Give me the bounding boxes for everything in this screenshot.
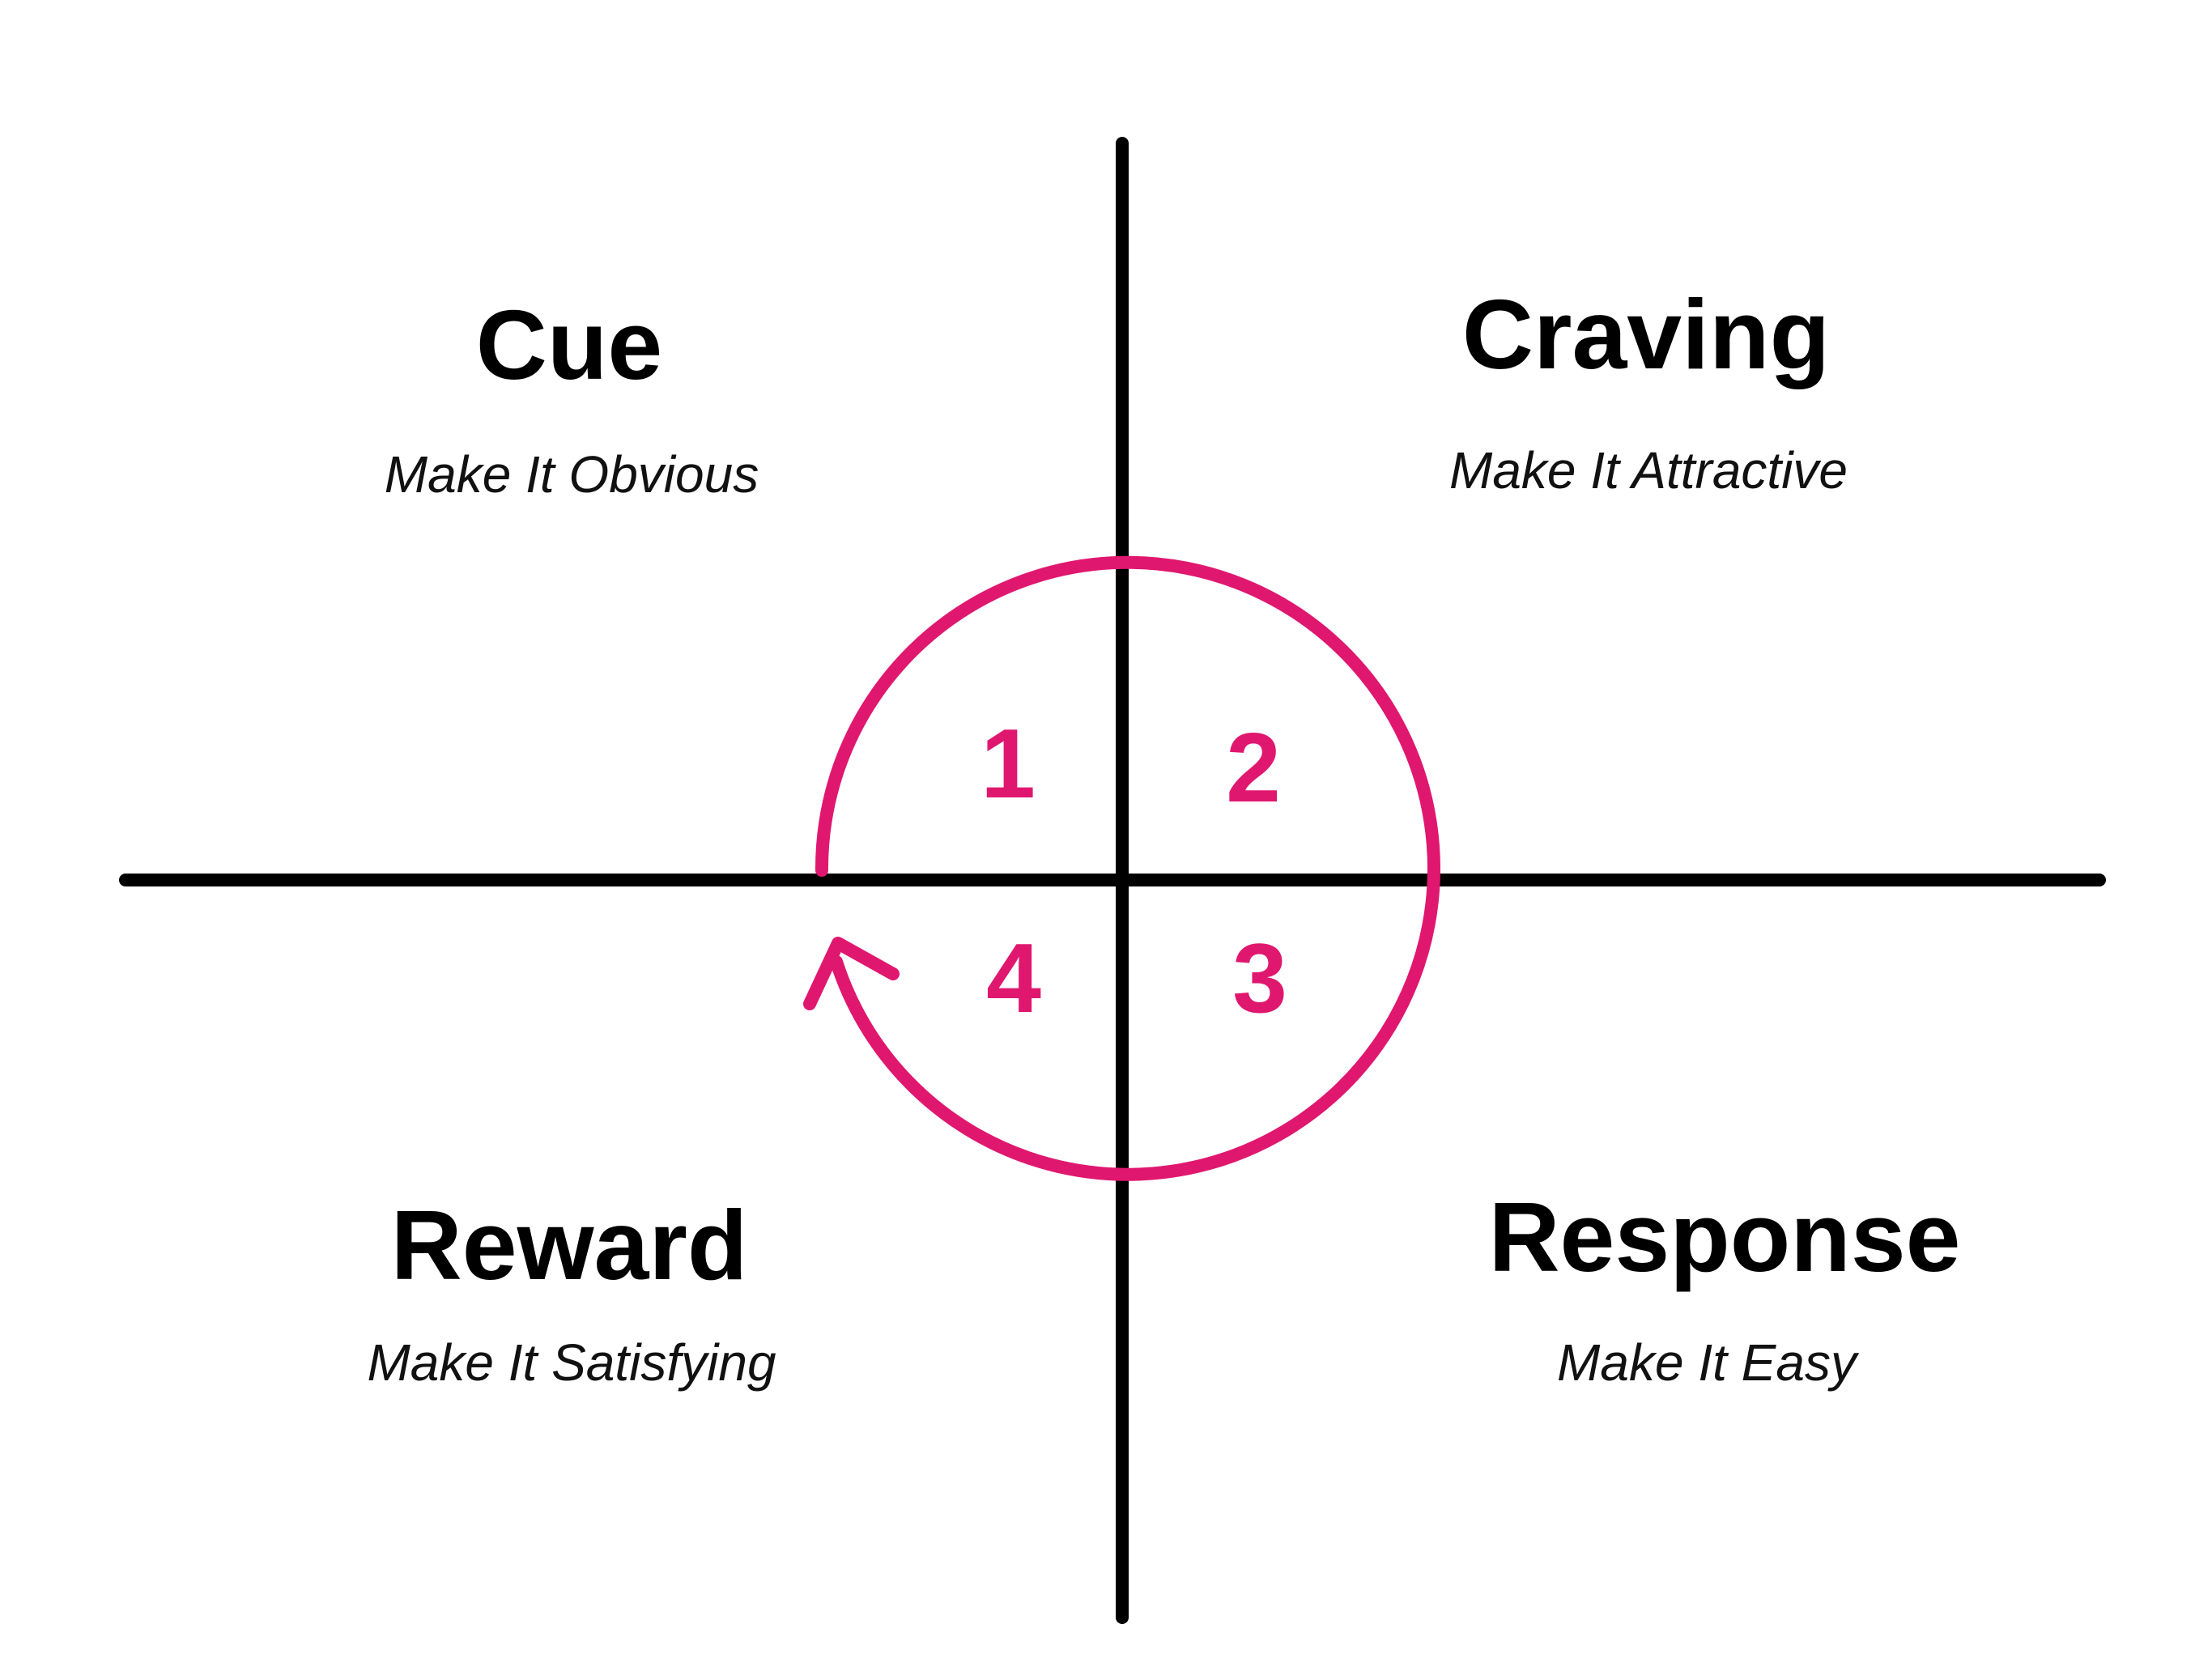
- step-number-1: 1: [981, 708, 1036, 818]
- cue-title: Cue: [476, 290, 662, 400]
- step-number-2: 2: [1226, 712, 1281, 823]
- reward-title: Reward: [391, 1190, 748, 1300]
- response-subtitle: Make It Easy: [1557, 1333, 1860, 1392]
- craving-subtitle: Make It Attractive: [1449, 441, 1848, 500]
- cue-subtitle: Make It Obvious: [385, 445, 759, 504]
- craving-title: Craving: [1462, 279, 1830, 389]
- step-number-3: 3: [1232, 923, 1287, 1033]
- response-title: Response: [1488, 1182, 1960, 1292]
- reward-subtitle: Make It Satisfying: [367, 1333, 776, 1392]
- step-number-4: 4: [986, 923, 1041, 1033]
- cycle-arrow-head-icon: [803, 937, 900, 1010]
- cycle-arc: [815, 555, 1440, 1181]
